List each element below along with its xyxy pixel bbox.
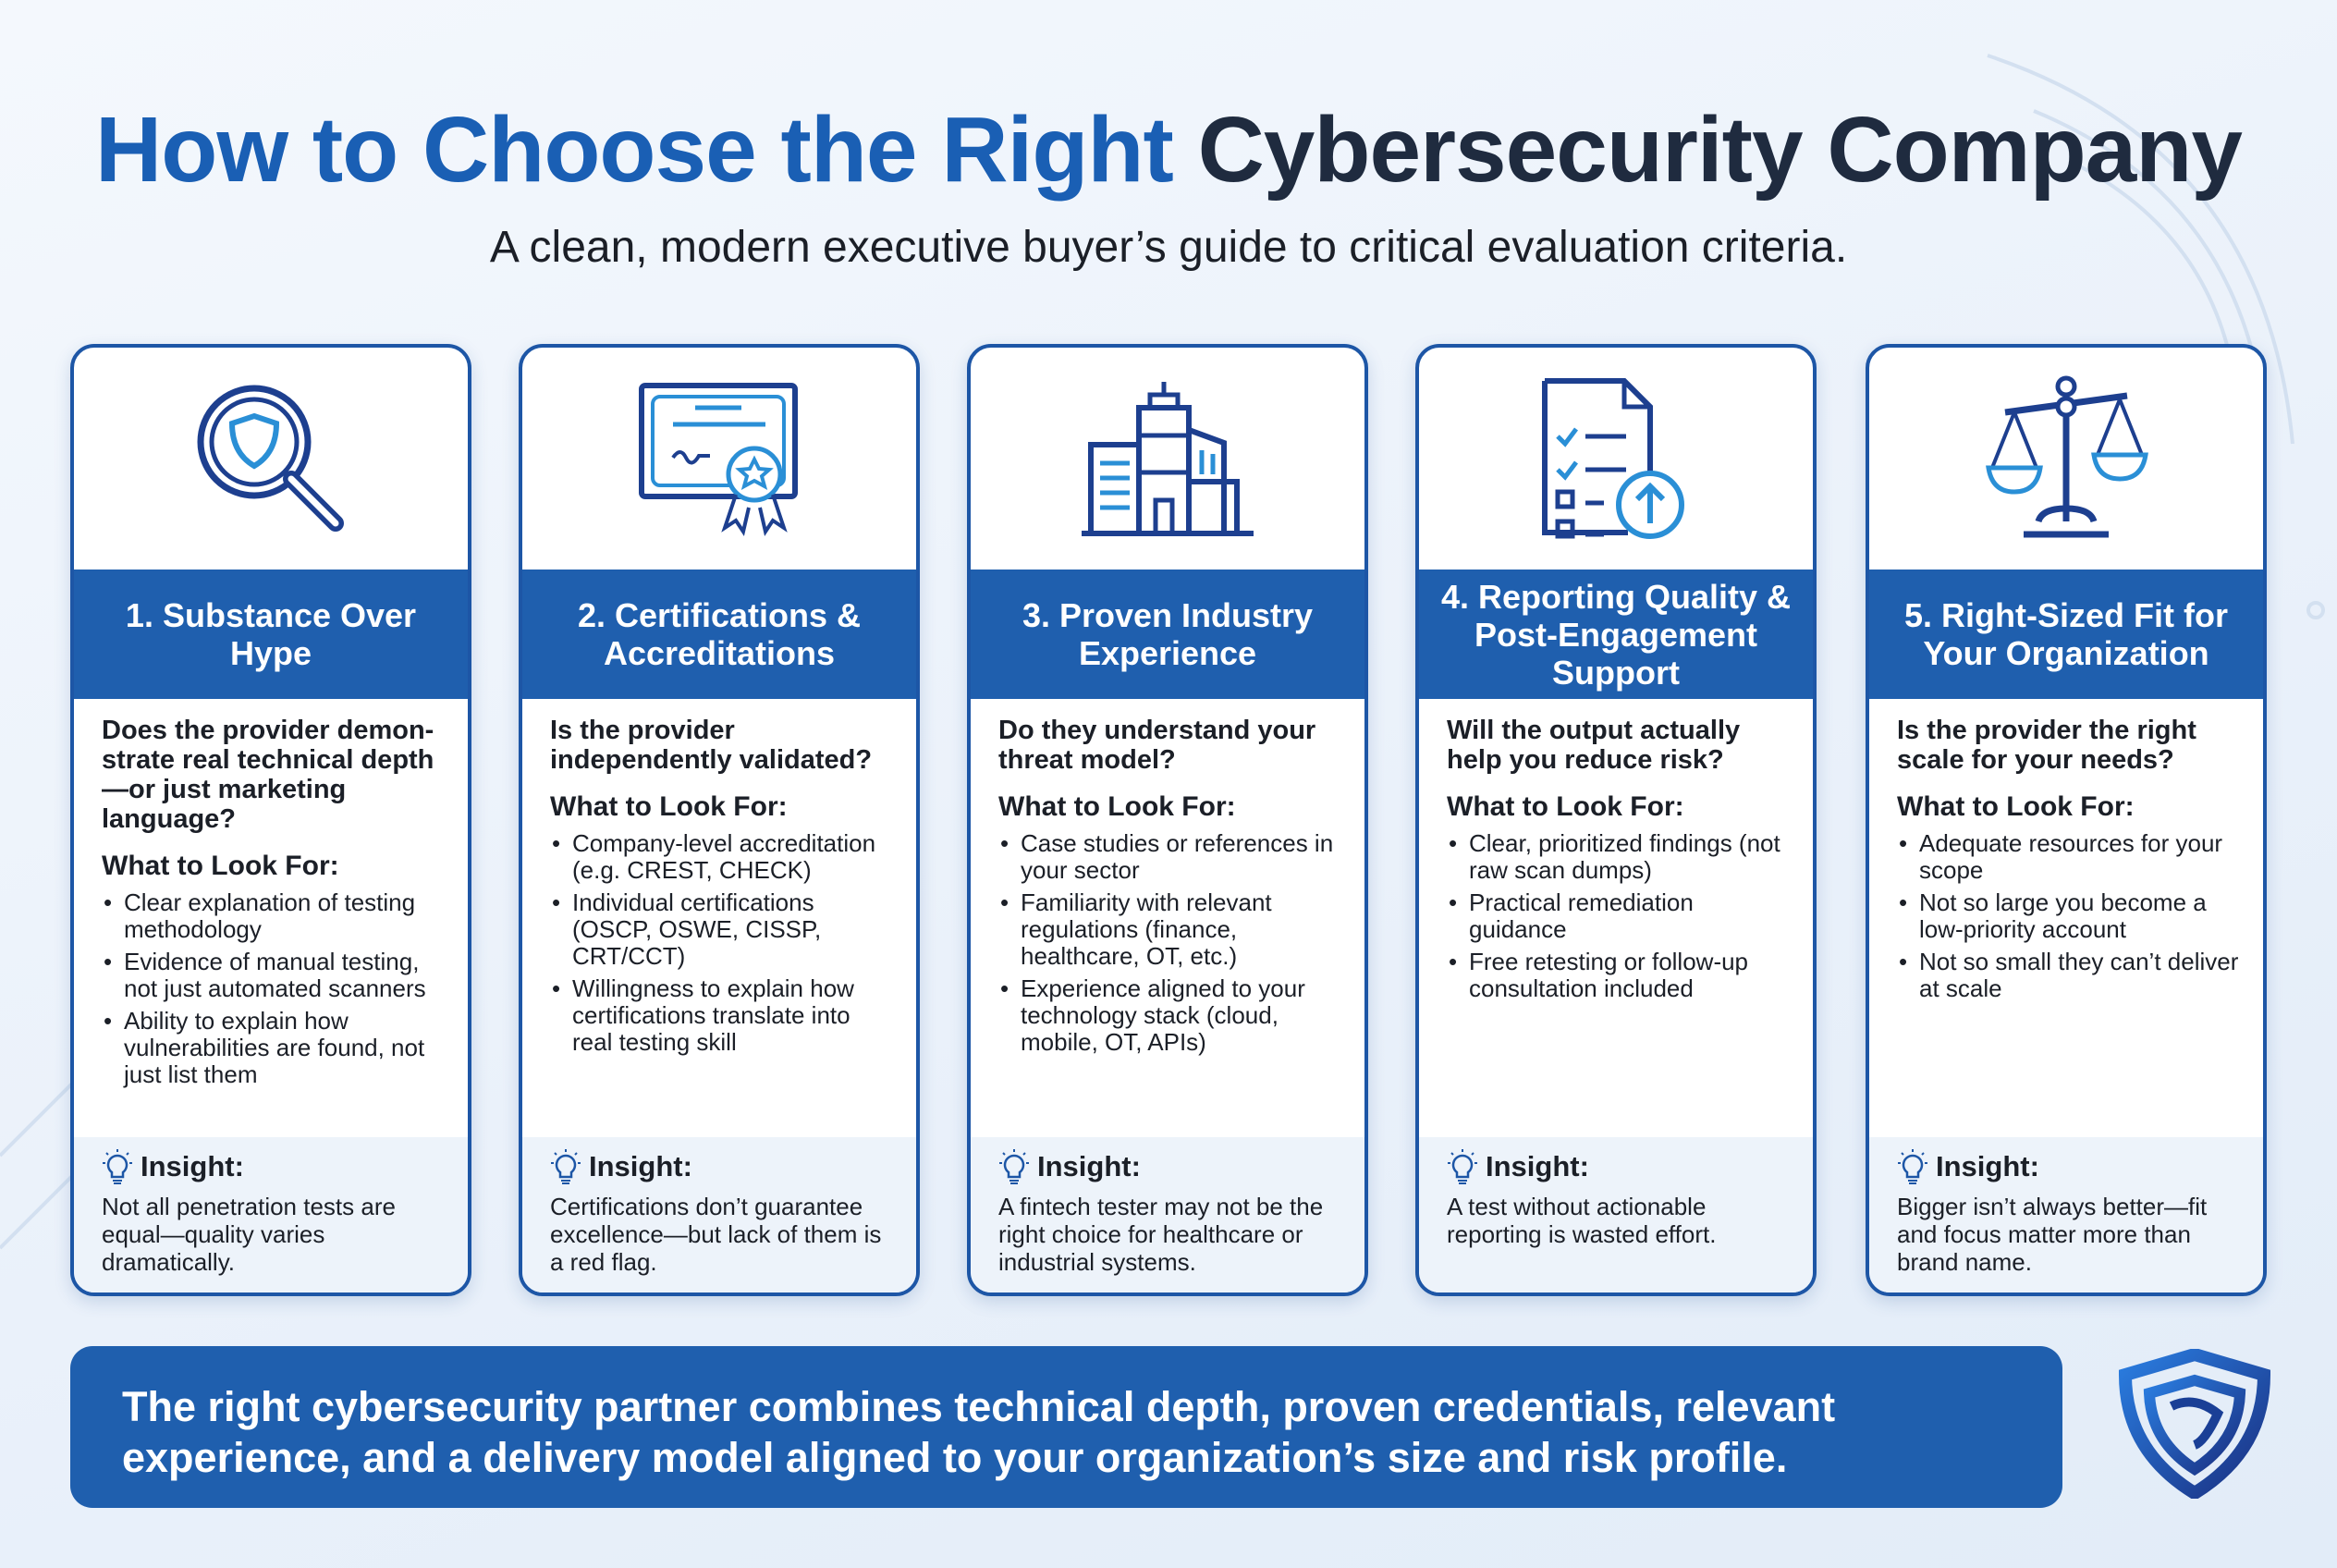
- criteria-item: Clear explanation of testing methodology: [102, 889, 444, 943]
- lightbulb-icon: [999, 1149, 1029, 1184]
- look-for-heading: What to Look For:: [550, 791, 788, 822]
- criteria-list: Adequate resources for your scopeNot so …: [1897, 830, 2239, 1002]
- insight-box: Insight: Bigger isn’t always better—fit …: [1869, 1137, 2263, 1292]
- insight-text: Bigger isn’t always better—fit and focus…: [1897, 1193, 2208, 1276]
- criteria-item: Evidence of manual testing, not just aut…: [102, 949, 444, 1002]
- balance-scale-icon: [1869, 348, 2263, 570]
- insight-heading: Insight:: [141, 1150, 244, 1182]
- insight-box: Insight: A test without actionable repor…: [1419, 1137, 1813, 1292]
- insight-text: Certifications don’t guarantee excellenc…: [550, 1193, 882, 1276]
- criteria-card-2: 2. Certifications & Accreditations Is th…: [519, 344, 920, 1296]
- card-title: 2. Certifications & Accreditations: [522, 570, 916, 699]
- shield-logo-icon: [2118, 1349, 2271, 1499]
- look-for-heading: What to Look For:: [998, 791, 1236, 822]
- criteria-card-1: 1. Substance Over Hype Does the provider…: [70, 344, 471, 1296]
- insight-box: Insight: Not all penetration tests are e…: [74, 1137, 468, 1292]
- insight-heading: Insight:: [1936, 1150, 2039, 1182]
- card-question: Do they understand your threat model?: [998, 716, 1316, 775]
- card-question: Is the provider the right scale for your…: [1897, 716, 2196, 775]
- look-for-heading: What to Look For:: [102, 851, 339, 881]
- criteria-item: Practical remediation guidance: [1447, 889, 1789, 943]
- look-for-heading: What to Look For:: [1447, 791, 1684, 822]
- criteria-item: Familiarity with relevant regulations (f…: [998, 889, 1340, 970]
- card-title: 4. Reporting Quality & Post-Engagement S…: [1419, 570, 1813, 699]
- buildings-icon: [971, 348, 1364, 570]
- criteria-item: Company-level accreditation (e.g. CREST,…: [550, 830, 892, 884]
- criteria-item: Adequate resources for your scope: [1897, 830, 2239, 884]
- card-question: Is the provider independently validated?: [550, 716, 873, 775]
- lightbulb-icon: [1898, 1149, 1927, 1184]
- magnifier-shield-icon: [74, 348, 468, 570]
- lightbulb-icon: [103, 1149, 132, 1184]
- criteria-card-3: 3. Proven Industry Experience Do they un…: [967, 344, 1368, 1296]
- report-checklist-icon: [1419, 348, 1813, 570]
- insight-heading: Insight:: [1037, 1150, 1141, 1182]
- lightbulb-icon: [1448, 1149, 1477, 1184]
- criteria-item: Individual certifications (OSCP, OSWE, C…: [550, 889, 892, 970]
- criteria-item: Case studies or references in your secto…: [998, 830, 1340, 884]
- card-question: Does the provider demon-strate real tech…: [102, 716, 434, 834]
- insight-heading: Insight:: [1486, 1150, 1589, 1182]
- insight-box: Insight: A fintech tester may not be the…: [971, 1137, 1364, 1292]
- criteria-list: Clear, prioritized findings (not raw sca…: [1447, 830, 1789, 1002]
- insight-text: A fintech tester may not be the right ch…: [998, 1193, 1324, 1276]
- criteria-item: Experience aligned to your technology st…: [998, 975, 1340, 1056]
- insight-text: A test without actionable reporting is w…: [1447, 1193, 1717, 1248]
- summary-banner: The right cybersecurity partner combines…: [70, 1346, 2062, 1508]
- insight-text: Not all penetration tests are equal—qual…: [102, 1193, 396, 1276]
- page-subtitle: A clean, modern executive buyer’s guide …: [489, 223, 1848, 272]
- criteria-card-4: 4. Reporting Quality & Post-Engagement S…: [1415, 344, 1817, 1296]
- criteria-item: Not so small they can’t deliver at scale: [1897, 949, 2239, 1002]
- criteria-item: Clear, prioritized findings (not raw sca…: [1447, 830, 1789, 884]
- criteria-item: Willingness to explain how certification…: [550, 975, 892, 1056]
- criteria-item: Free retesting or follow-up consultation…: [1447, 949, 1789, 1002]
- criteria-card-5: 5. Right-Sized Fit for Your Organization…: [1866, 344, 2267, 1296]
- card-title: 5. Right-Sized Fit for Your Organization: [1869, 570, 2263, 699]
- page-title: How to Choose the Right Cybersecurity Co…: [95, 98, 2243, 202]
- lightbulb-icon: [551, 1149, 581, 1184]
- card-title: 1. Substance Over Hype: [74, 570, 468, 699]
- card-title: 3. Proven Industry Experience: [971, 570, 1364, 699]
- certificate-icon: [522, 348, 916, 570]
- criteria-list: Company-level accreditation (e.g. CREST,…: [550, 830, 892, 1056]
- look-for-heading: What to Look For:: [1897, 791, 2135, 822]
- criteria-list: Case studies or references in your secto…: [998, 830, 1340, 1056]
- criteria-item: Not so large you become a low-priority a…: [1897, 889, 2239, 943]
- criteria-item: Ability to explain how vulnerabilities a…: [102, 1008, 444, 1088]
- insight-box: Insight: Certifications don’t guarantee …: [522, 1137, 916, 1292]
- criteria-list: Clear explanation of testing methodology…: [102, 889, 444, 1088]
- card-question: Will the output actually help you reduce…: [1447, 716, 1741, 775]
- insight-heading: Insight:: [589, 1150, 692, 1182]
